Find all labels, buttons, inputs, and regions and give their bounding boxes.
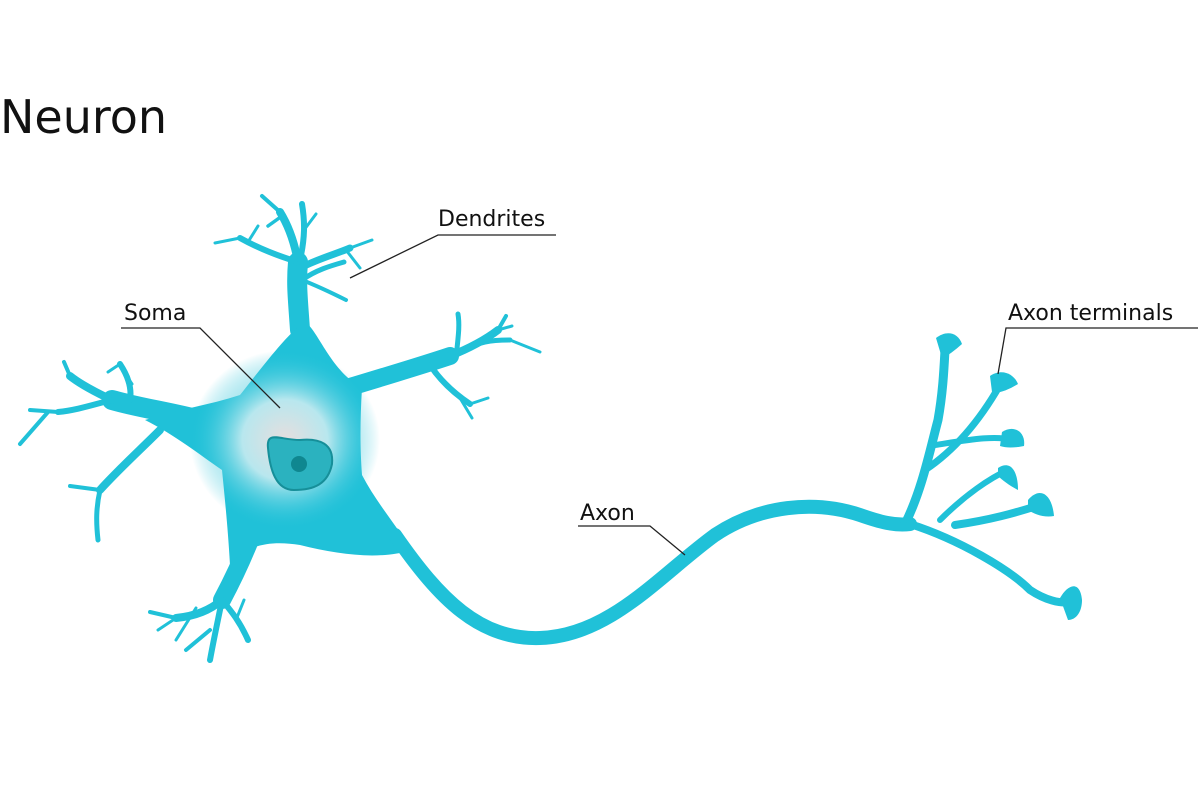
- nucleolus: [291, 456, 307, 472]
- axon-label: Axon: [580, 501, 635, 526]
- dendrites-leader-line: [349, 234, 556, 279]
- page-title: Neuron: [0, 90, 167, 144]
- dendrites-label: Dendrites: [438, 207, 545, 232]
- soma-leader-line: [121, 327, 281, 409]
- axon-terminal-knob: [1028, 493, 1054, 517]
- axon-terminal-knobs: [936, 333, 1082, 620]
- axon-terminal-knob: [990, 372, 1018, 393]
- dendrites: [18, 194, 542, 663]
- axon-terminal-knob: [998, 465, 1018, 490]
- axon-terminal-knob: [1060, 586, 1082, 620]
- axon-terminal-branches: [900, 345, 1076, 607]
- soma-label: Soma: [124, 301, 186, 326]
- axon-terminals-leader-line: [997, 327, 1198, 375]
- axon-terminal-knob: [936, 333, 962, 358]
- axon: [388, 499, 917, 646]
- axon-terminal-knob: [1000, 428, 1025, 448]
- axon-terminals-label: Axon terminals: [1008, 301, 1173, 326]
- axon-leader-line: [578, 525, 686, 556]
